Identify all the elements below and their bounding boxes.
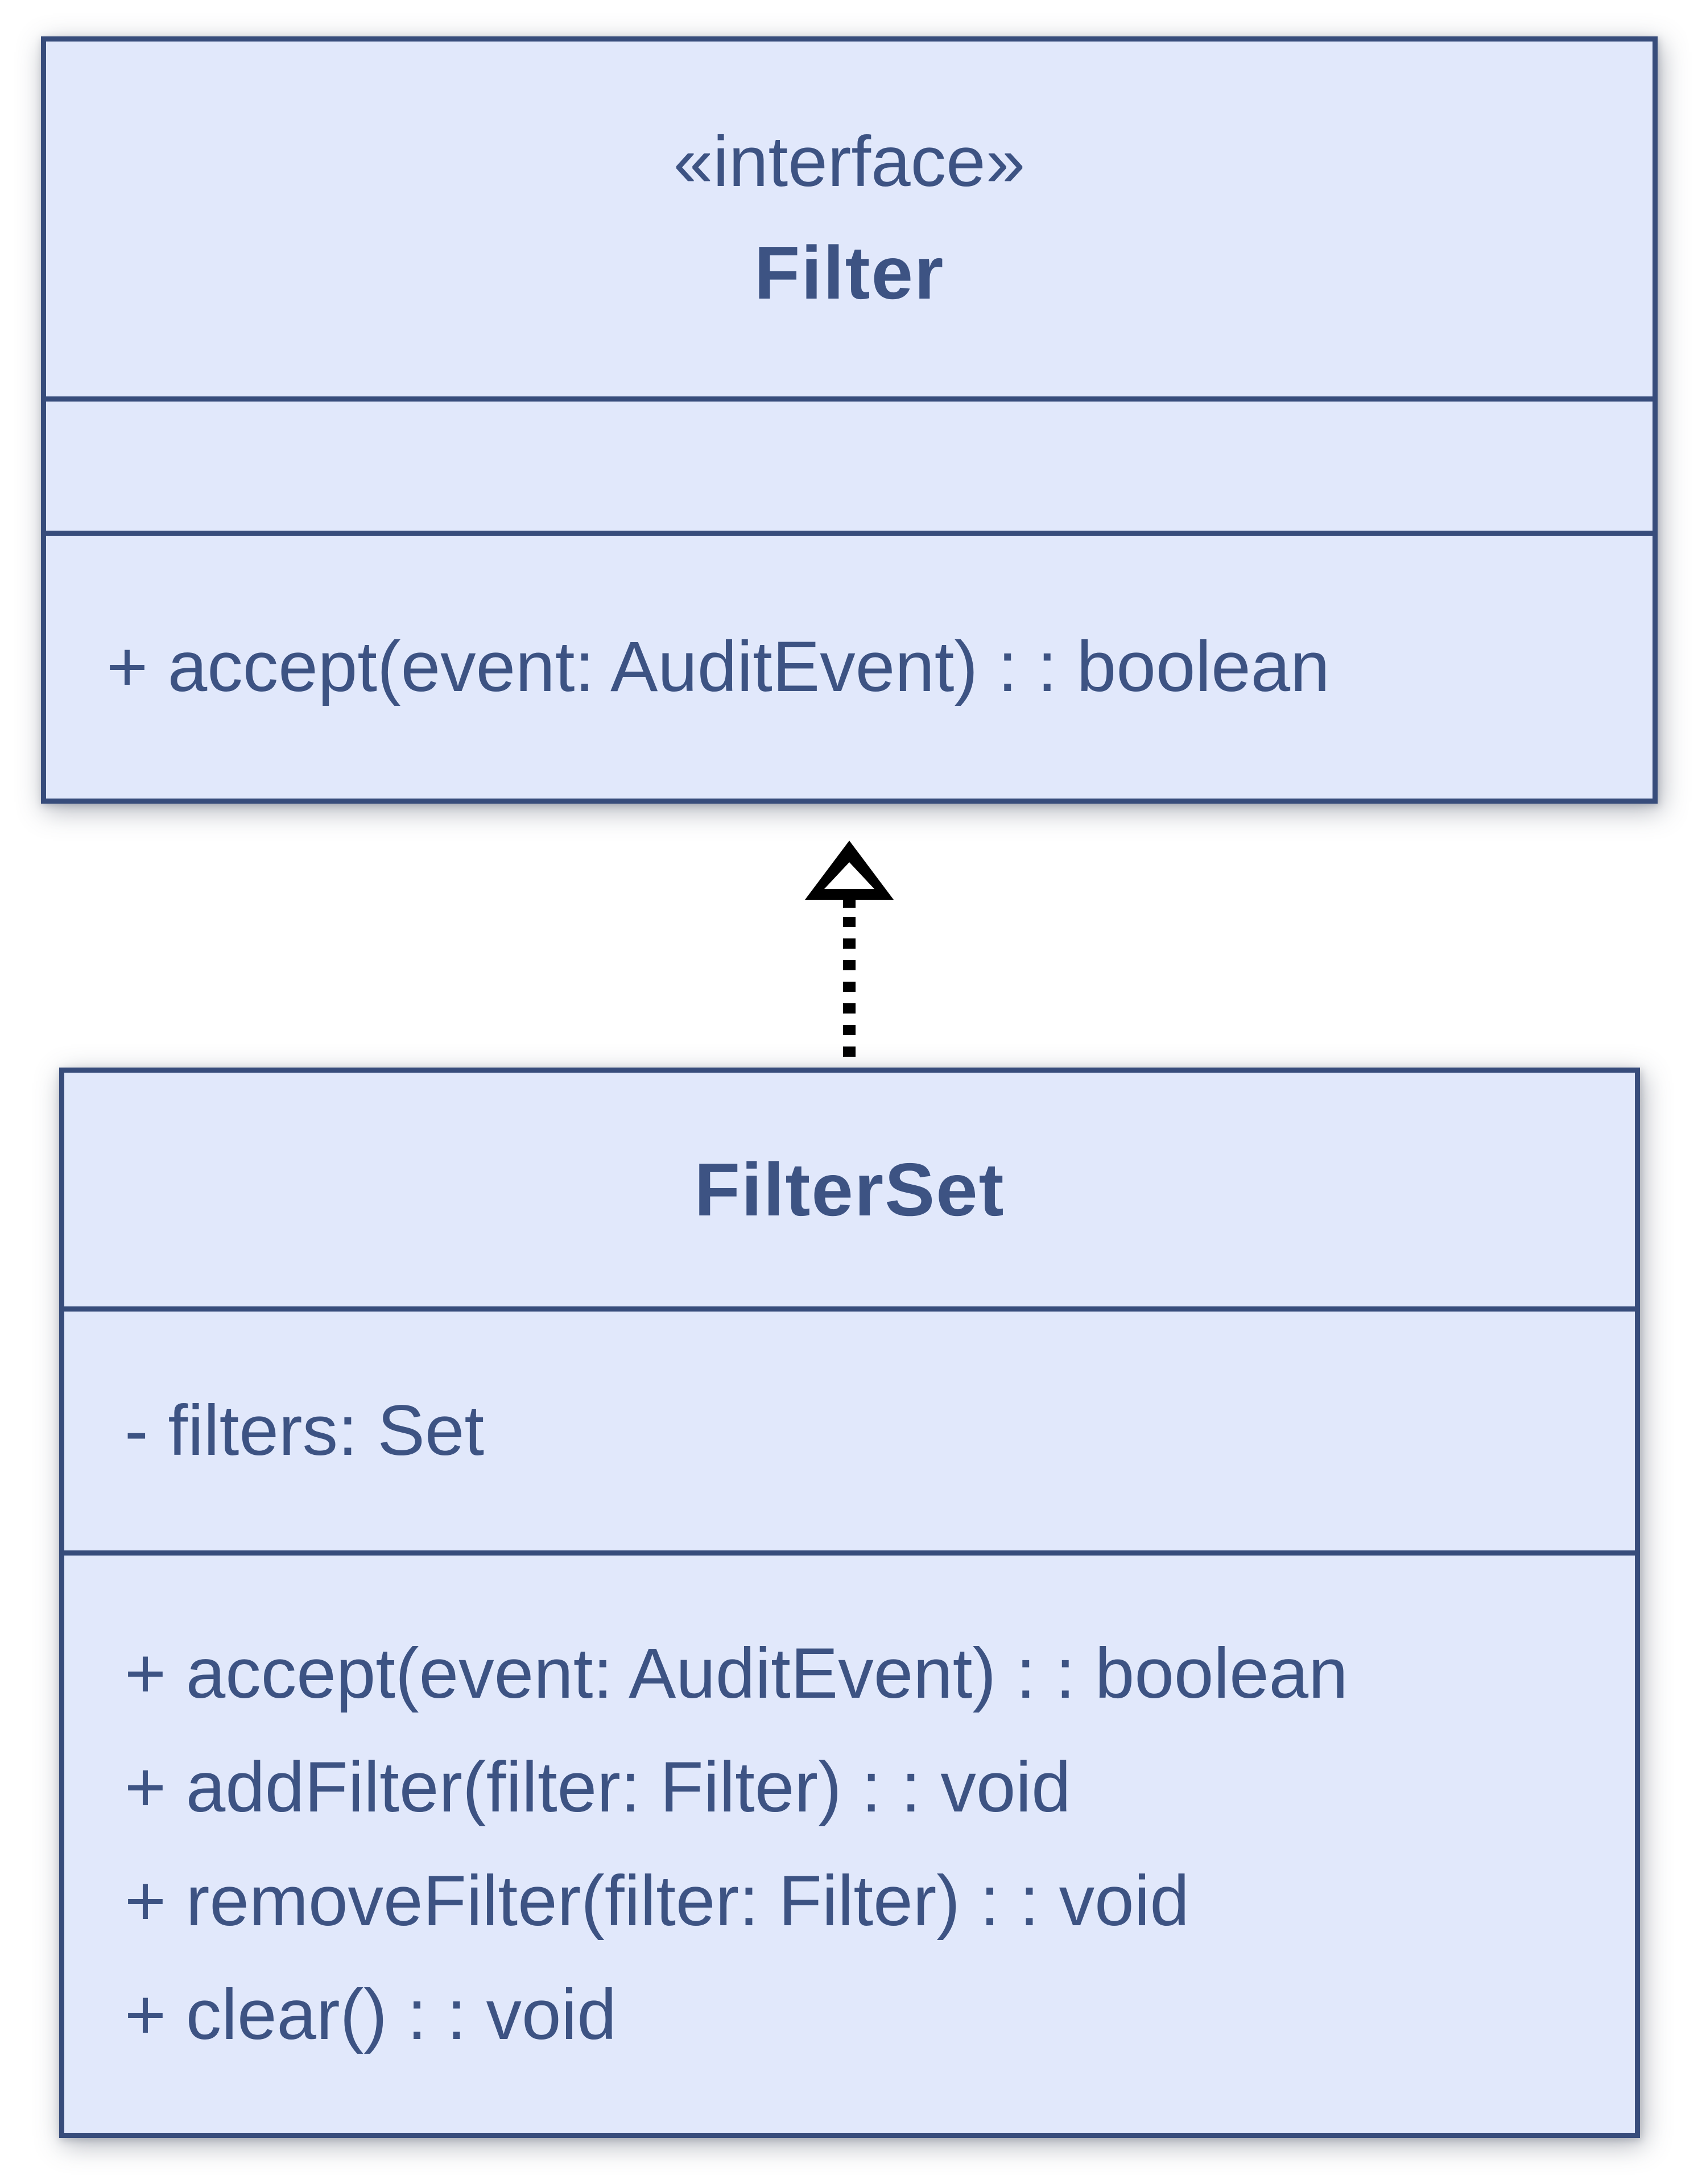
filterset-operations-compartment: + accept(event: AuditEvent) : : boolean … bbox=[64, 1556, 1635, 2133]
filterset-attributes-compartment: - filters: Set bbox=[64, 1312, 1635, 1556]
realization-arrow bbox=[805, 841, 894, 1068]
filterset-attribute-filters: - filters: Set bbox=[125, 1391, 485, 1470]
filterset-operation-addfilter: + addFilter(filter: Filter) : : void bbox=[125, 1747, 1071, 1827]
filter-operations-compartment: + accept(event: AuditEvent) : : boolean bbox=[46, 536, 1653, 799]
filter-attributes-compartment-empty bbox=[46, 402, 1653, 536]
hollow-triangle-arrowhead-inner bbox=[824, 862, 874, 889]
filterset-class-name: FilterSet bbox=[694, 1147, 1005, 1231]
uml-class-filterset: FilterSet - filters: Set + accept(event:… bbox=[59, 1068, 1640, 2138]
filter-stereotype-label: «interface» bbox=[673, 122, 1026, 201]
filterset-operation-removefilter: + removeFilter(filter: Filter) : : void bbox=[125, 1861, 1189, 1941]
filterset-operation-clear: + clear() : : void bbox=[125, 1975, 617, 2054]
filter-class-name: Filter bbox=[754, 231, 945, 315]
filter-header-compartment: «interface» Filter bbox=[46, 42, 1653, 402]
arrowhead-stem bbox=[843, 900, 856, 908]
uml-class-filter-interface: «interface» Filter + accept(event: Audit… bbox=[41, 36, 1658, 804]
filterset-header-compartment: FilterSet bbox=[64, 1073, 1635, 1312]
filterset-operation-accept: + accept(event: AuditEvent) : : boolean bbox=[125, 1633, 1348, 1713]
filter-operation-accept: + accept(event: AuditEvent) : : boolean bbox=[106, 627, 1330, 706]
